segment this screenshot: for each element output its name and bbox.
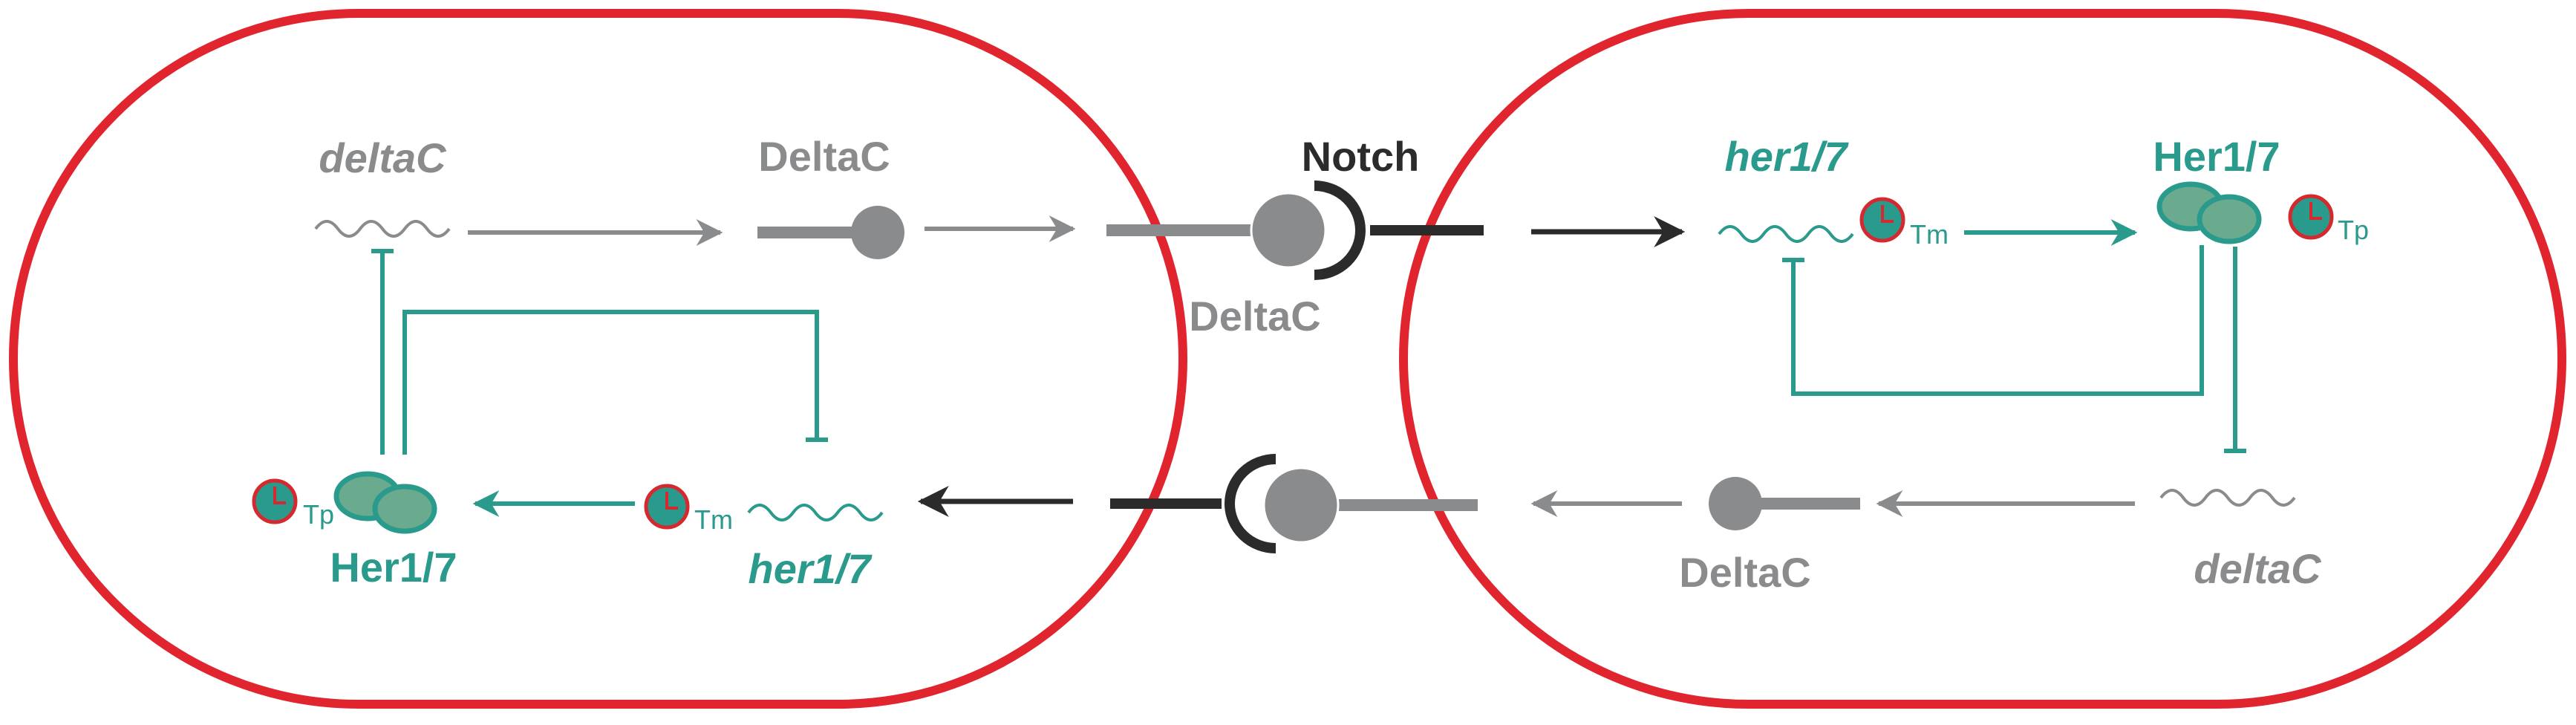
right-DeltaC-protein-label: DeltaC: [1679, 549, 1810, 596]
bottom-notch-receptor: [1225, 454, 1276, 553]
right-cell-border: [1399, 9, 2566, 709]
left-deltaC-mrna-wave: [314, 220, 451, 238]
junction-DeltaC-label: DeltaC: [1189, 293, 1320, 339]
left-her-gene-label: her1/7: [749, 545, 873, 592]
right-her-gene-label: her1/7: [1725, 133, 1850, 180]
right-her-inhibits-her-line: [1791, 245, 2204, 396]
right-tm-label: Tm: [1910, 219, 1949, 250]
right-deltaC-mrna-wave: [2159, 489, 2296, 507]
top-notch-receptor: [1314, 181, 1366, 280]
notch-label: Notch: [1302, 133, 1420, 180]
left-deltaC-gene-label: deltaC: [319, 134, 447, 181]
left-cell-border: [9, 9, 1187, 709]
left-tp-label: Tp: [303, 499, 334, 530]
left-Tp-clock-icon: [252, 478, 298, 524]
left-her-inhibits-her-line: [402, 310, 819, 455]
left-Her-protein-dimer: [333, 471, 437, 534]
left-her-mrna-wave: [747, 504, 884, 521]
left-Her-protein-label: Her1/7: [330, 544, 457, 591]
left-DeltaC-protein-label: DeltaC: [758, 133, 890, 180]
right-her-mrna-wave: [1718, 225, 1854, 243]
right-tp-label: Tp: [2338, 215, 2369, 245]
right-DeltaC-ball: [1709, 477, 1762, 530]
right-Tm-clock-icon: [1859, 197, 1905, 243]
bottom-delta-ball: [1262, 466, 1340, 544]
left-DeltaC-ball: [851, 206, 904, 259]
right-Her-protein-label: Her1/7: [2153, 133, 2280, 180]
right-Tp-clock-icon: [2288, 194, 2334, 240]
right-deltaC-gene-label: deltaC: [2194, 545, 2322, 592]
left-tm-label: Tm: [694, 504, 733, 535]
left-Tm-clock-icon: [644, 484, 690, 530]
top-delta-ball: [1250, 192, 1327, 269]
right-Her-protein-dimer: [2156, 181, 2262, 244]
